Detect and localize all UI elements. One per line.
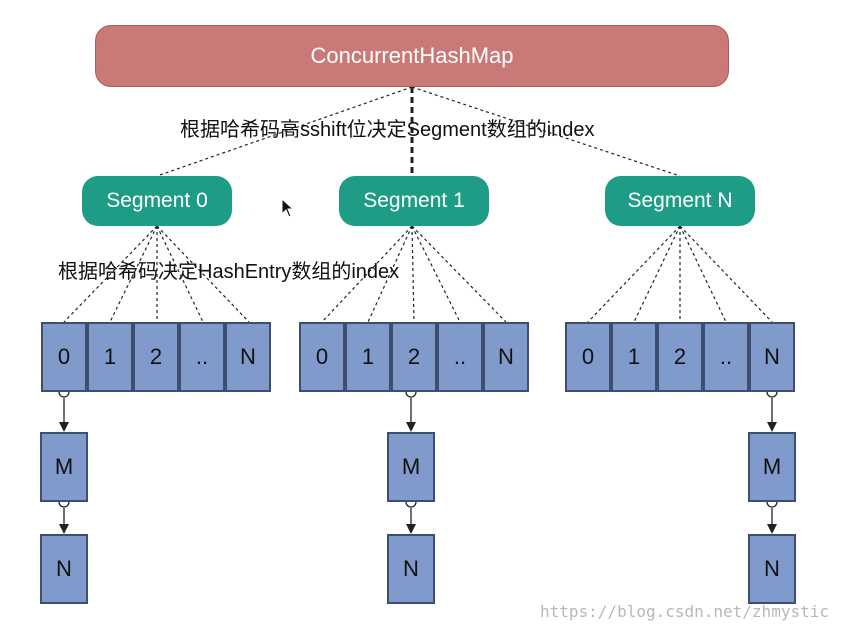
concurrent-hashmap-box: ConcurrentHashMap — [95, 25, 729, 87]
segment-index-label: 根据哈希码高sshift位决定Segment数组的index — [180, 119, 595, 141]
seg0-chain-node-n: N — [40, 534, 88, 604]
seg0-cell-ellipsis: .. — [179, 322, 225, 392]
seg1-chain-node-n: N — [387, 534, 435, 604]
concurrent-hashmap-label: ConcurrentHashMap — [310, 43, 514, 68]
watermark-url: https://blog.csdn.net/zhmystic — [540, 602, 829, 621]
segn-chain-node-n: N — [748, 534, 796, 604]
segn-cell-n: N — [749, 322, 795, 392]
seg0-chain-node-m: M — [40, 432, 88, 502]
segn-cell-0: 0 — [565, 322, 611, 392]
seg1-chain-node-m: M — [387, 432, 435, 502]
segn-cell-ellipsis: .. — [703, 322, 749, 392]
segn-chain-node-m: M — [748, 432, 796, 502]
segment-n-label: Segment N — [627, 189, 733, 212]
segment-0-label: Segment 0 — [106, 189, 208, 212]
seg0-cell-0: 0 — [41, 322, 87, 392]
seg0-cell-n: N — [225, 322, 271, 392]
seg1-cell-ellipsis: .. — [437, 322, 483, 392]
segment-1-box: Segment 1 — [339, 176, 489, 226]
seg0-cell-1: 1 — [87, 322, 133, 392]
segment-0-box: Segment 0 — [82, 176, 232, 226]
entry-index-label: 根据哈希码决定HashEntry数组的index — [58, 261, 400, 283]
segn-cell-2: 2 — [657, 322, 703, 392]
seg0-cell-2: 2 — [133, 322, 179, 392]
seg1-cell-n: N — [483, 322, 529, 392]
mouse-pointer-icon — [281, 198, 295, 218]
segn-cell-1: 1 — [611, 322, 657, 392]
segment-1-label: Segment 1 — [363, 189, 465, 212]
seg1-cell-2: 2 — [391, 322, 437, 392]
seg1-cell-1: 1 — [345, 322, 391, 392]
seg1-cell-0: 0 — [299, 322, 345, 392]
segment-n-box: Segment N — [605, 176, 755, 226]
